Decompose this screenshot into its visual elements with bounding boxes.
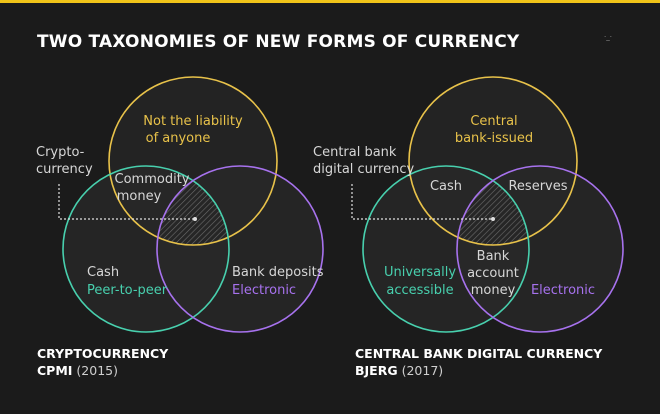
left-callout-label-1: Crypto-: [36, 145, 85, 160]
right-caption: CENTRAL BANK DIGITAL CURRENCY BJERG (201…: [355, 345, 602, 379]
right-caption-title: CENTRAL BANK DIGITAL CURRENCY: [355, 346, 603, 361]
right-teal-label-1: Universally: [384, 265, 456, 280]
right-venn: Central bank-issued Central bank digital…: [313, 76, 624, 333]
left-caption-year: (2015): [76, 363, 118, 378]
left-callout-dot: [193, 217, 197, 221]
left-caption-source-line: CPMI (2015): [37, 362, 168, 379]
right-caption-year: (2017): [401, 363, 444, 378]
right-callout-label-1: Central bank: [313, 145, 397, 160]
right-overlap-cash-label: Cash: [430, 179, 462, 194]
right-overlap-bank-label-2: account: [467, 266, 519, 281]
right-teal-circle: [362, 165, 530, 333]
right-overlap-reserves-label: Reserves: [508, 179, 567, 194]
left-purple-label-1: Bank deposits: [232, 265, 324, 280]
left-overlap-label-2: money: [117, 189, 162, 204]
left-caption-source: CPMI: [37, 363, 73, 378]
right-yellow-label-2: bank-issued: [455, 131, 533, 146]
right-callout-dot: [491, 217, 495, 221]
left-caption: CRYPTOCURRENCY CPMI (2015): [37, 345, 168, 379]
right-triple-overlap-hatch: [457, 166, 529, 245]
right-yellow-circle: [408, 76, 578, 246]
corner-mark: ·_·: [604, 33, 612, 41]
accent-bar: [0, 0, 660, 3]
left-callout-line: [58, 184, 195, 220]
left-caption-title: CRYPTOCURRENCY: [37, 346, 169, 361]
left-yellow-label-1: Not the liability: [143, 114, 243, 129]
left-yellow-label-2: of anyone: [146, 131, 211, 146]
right-caption-source: BJERG: [355, 363, 398, 378]
right-yellow-label-1: Central: [470, 114, 517, 129]
right-purple-label: Electronic: [531, 283, 595, 298]
left-callout-label-2: currency: [36, 162, 93, 177]
right-purple-circle: [456, 165, 624, 333]
right-teal-label-2: accessible: [386, 283, 453, 298]
right-caption-source-line: BJERG (2017): [355, 362, 602, 379]
right-callout-label-2: digital currency: [313, 162, 414, 177]
left-teal-circle: [62, 165, 230, 333]
left-triple-overlap-hatch: [157, 166, 229, 245]
left-venn: Not the liability of anyone Crypto- curr…: [36, 76, 324, 333]
right-overlap-bank-label-3: money: [471, 283, 516, 298]
right-callout-line: [351, 184, 493, 220]
left-teal-label-2: Peer-to-peer: [87, 283, 168, 298]
right-overlap-bank-label-1: Bank: [477, 249, 510, 264]
left-yellow-circle: [108, 76, 278, 246]
left-teal-label-1: Cash: [87, 265, 119, 280]
left-overlap-label-1: Commodity: [115, 172, 190, 187]
left-purple-label-2: Electronic: [232, 283, 296, 298]
page-title: TWO TAXONOMIES OF NEW FORMS OF CURRENCY: [37, 32, 520, 52]
left-purple-circle: [156, 165, 324, 333]
